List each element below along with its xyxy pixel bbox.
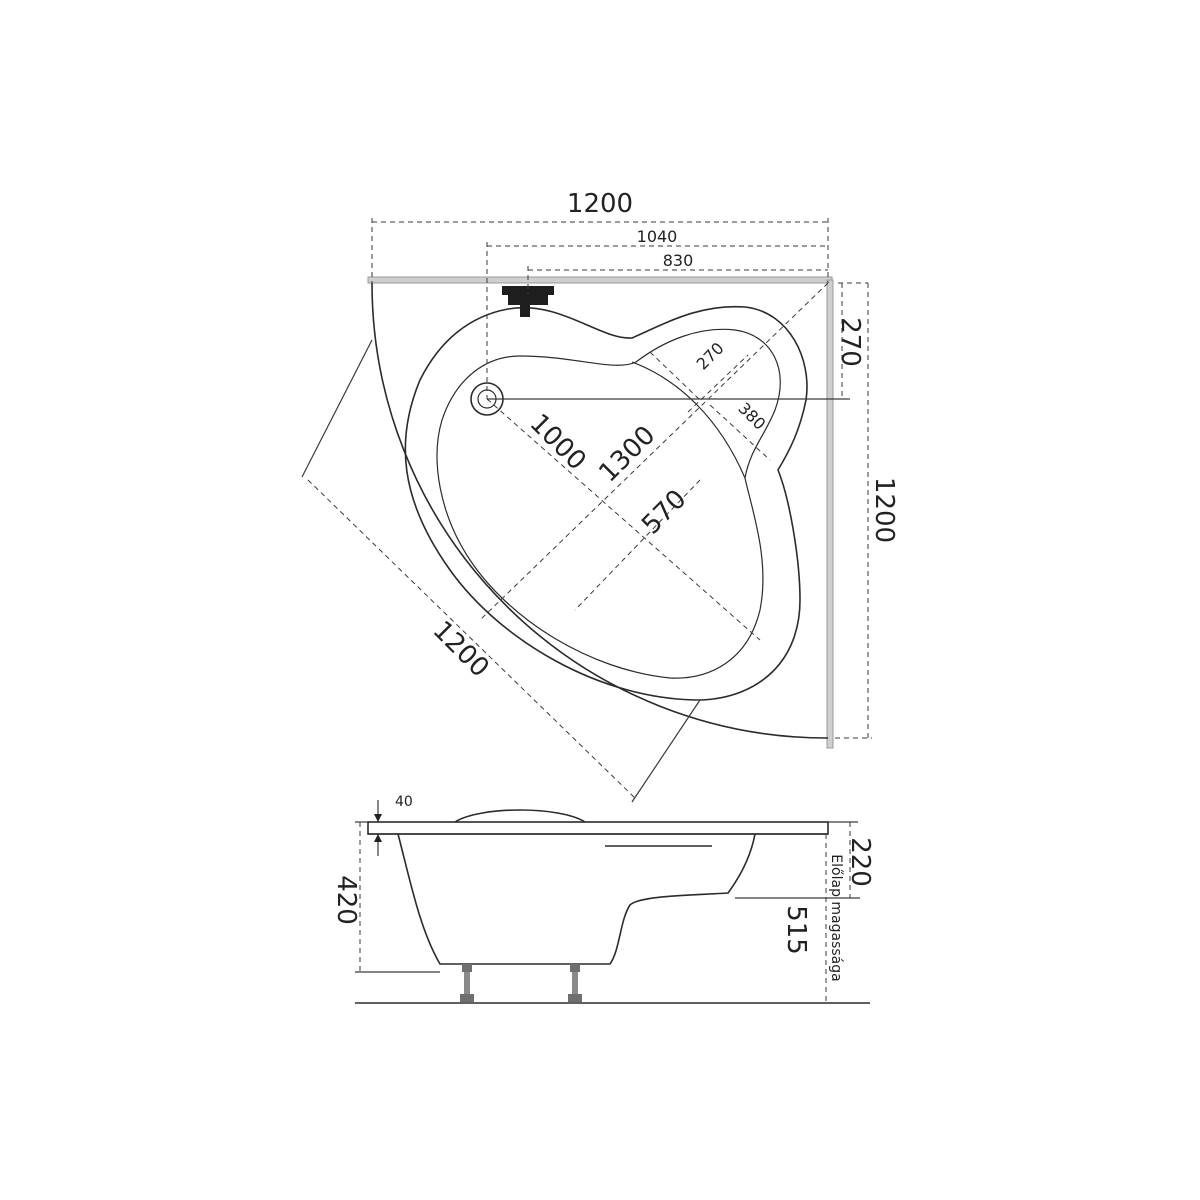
dim-rim-thickness: 40	[395, 794, 413, 810]
dim-overall-depth: 1200	[869, 477, 899, 543]
dim-seat-length: 380	[734, 399, 769, 434]
leg-left	[460, 964, 474, 1002]
dim-corner-depth: 270	[835, 317, 865, 367]
leg-right	[568, 964, 582, 1002]
dim-seat-width: 270	[693, 339, 728, 374]
dim-inner-width: 570	[636, 484, 692, 540]
side-wall	[826, 279, 834, 749]
side-view: 40 420 220 515 Előlap magassága	[331, 794, 875, 1004]
tub-body	[397, 833, 756, 965]
outer-rim	[371, 282, 829, 739]
top-view: 1200 1040 830 270 1200 1200 1000 1300 57…	[301, 189, 899, 803]
dim-overall-width: 1200	[567, 189, 633, 219]
rim-slab	[367, 821, 829, 835]
basin-rim	[404, 305, 808, 701]
back-wall	[367, 276, 833, 284]
dim-rim-width: 1040	[637, 227, 678, 246]
dim-diagonal: 1200	[427, 615, 495, 683]
headrest	[454, 809, 586, 823]
panel-height-label: Előlap magassága	[828, 854, 844, 981]
basin-inner	[436, 328, 781, 679]
dim-inner-length: 1000	[524, 408, 592, 476]
dim-panel-height: 515	[781, 905, 811, 955]
dim-total-height: 420	[331, 875, 361, 925]
dim-tap-offset: 830	[663, 251, 694, 270]
dim-seat-height: 220	[845, 837, 875, 887]
seat-ledge	[631, 361, 746, 479]
tap-icon	[502, 286, 554, 317]
